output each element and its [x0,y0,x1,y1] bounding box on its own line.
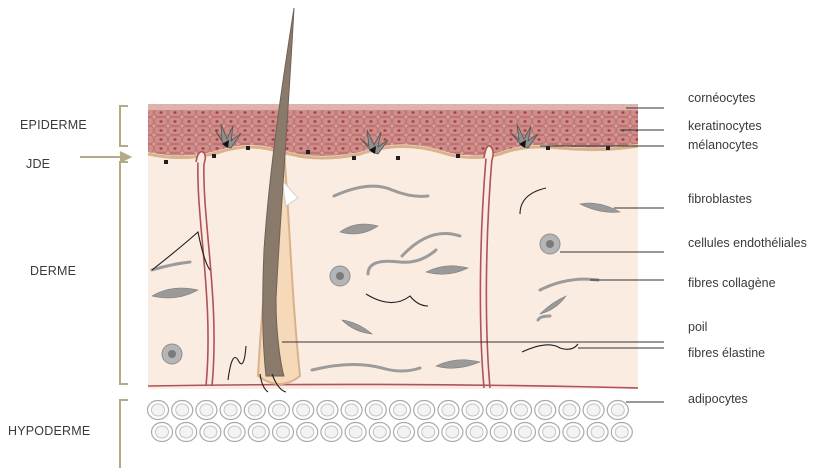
adipocyte-nucleus [369,404,382,416]
adipocyte-nucleus [567,426,580,438]
adipocyte-nucleus [615,426,628,438]
adipocyte-nucleus [204,426,217,438]
adipocyte-nucleus [587,404,600,416]
label-fibres-collagene: fibres collagène [688,276,776,290]
adipocyte-nucleus [442,404,455,416]
adipocyte-nucleus [418,404,431,416]
adipocyte-nucleus [466,404,479,416]
adipocyte-nucleus [398,426,411,438]
adipocyte-nucleus [422,426,435,438]
adipocyte-nucleus [591,426,604,438]
adipocyte-nucleus [152,404,165,416]
adipocyte-nucleus [349,426,362,438]
adipocyte-nucleus [515,404,528,416]
bracket-derme [120,162,128,384]
adipocyte-nucleus [470,426,483,438]
label-melanocytes: mélanocytes [688,138,758,152]
adipocytes-layer [148,401,633,442]
label-cellules-endotheliales: cellules endothéliales [688,236,807,250]
label-jde: JDE [26,157,50,171]
adipocyte-nucleus [446,426,459,438]
bracket-epiderme [120,106,128,146]
adipocyte-nucleus [200,404,213,416]
adipocyte-nucleus [325,426,338,438]
adipocyte-nucleus [297,404,310,416]
label-epiderme: EPIDERME [20,118,87,132]
adipocyte-nucleus [248,404,261,416]
adipocyte-nucleus [563,404,576,416]
label-fibroblastes: fibroblastes [688,192,752,206]
bracket-hypoderme [120,400,128,468]
adipocyte-nucleus [301,426,314,438]
adipocyte-nucleus [224,404,237,416]
adipocyte-nucleus [273,404,286,416]
label-poil: poil [688,320,707,334]
adipocyte-nucleus [228,426,241,438]
label-corneocytes: cornéocytes [688,91,755,105]
label-derme: DERME [30,264,76,278]
layer-brackets [80,106,130,468]
label-hypoderme: HYPODERME [8,424,90,438]
label-keratinocytes: keratinocytes [688,119,762,133]
label-fibres-elastine: fibres élastine [688,346,765,360]
adipocyte-nucleus [321,404,334,416]
adipocyte-nucleus [252,426,265,438]
adipocyte-nucleus [543,426,556,438]
label-adipocytes: adipocytes [688,392,748,406]
adipocyte-nucleus [156,426,169,438]
adipocyte-nucleus [345,404,358,416]
adipocyte-nucleus [394,404,407,416]
adipocyte-nucleus [176,404,189,416]
adipocyte-nucleus [373,426,386,438]
adipocyte-nucleus [494,426,507,438]
adipocyte-nucleus [490,404,503,416]
adipocyte-nucleus [539,404,552,416]
adipocyte-nucleus [611,404,624,416]
adipocyte-nucleus [277,426,290,438]
adipocyte-nucleus [180,426,193,438]
jde-arrow-head [120,152,130,162]
adipocyte-nucleus [519,426,532,438]
